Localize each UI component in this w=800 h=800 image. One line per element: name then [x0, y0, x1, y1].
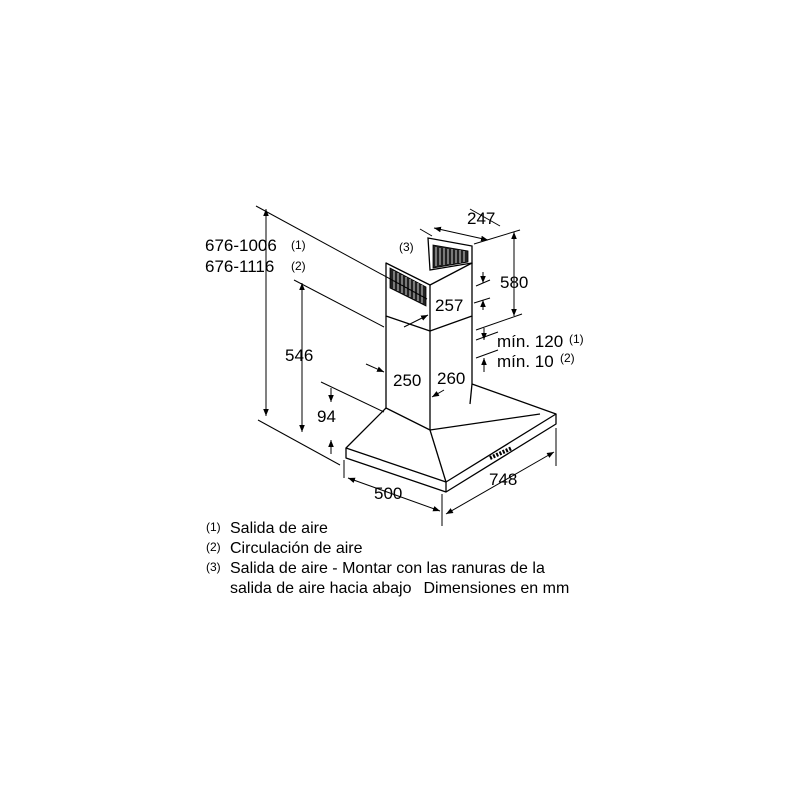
dim-canopy-height: 94 — [317, 407, 336, 426]
legend-item-num: (2) — [206, 540, 221, 554]
dim-chimney-depth: 260 — [437, 369, 465, 388]
dim-min-clearance-1: mín. 120 — [497, 332, 563, 351]
side-vent-slots — [389, 267, 427, 307]
dim-min-clearance-2-ref: (2) — [560, 351, 575, 365]
dim-total-height-1-ref: (1) — [291, 238, 306, 252]
dim-total-height-2: 676-1116 — [205, 257, 274, 276]
legend-item-text: Salida de aire - Montar con las ranuras … — [230, 560, 545, 577]
units-note: Dimensiones en mm — [423, 580, 570, 597]
dim-hood-depth: 500 — [374, 484, 402, 503]
dimension-labels: 676-1006 (1) 676-1116 (2) 546 94 247 580… — [205, 209, 584, 503]
dim-upper-chimney-width: 257 — [435, 296, 463, 315]
dimension-lines — [255, 205, 557, 526]
dim-vent-ref: (3) — [399, 240, 414, 254]
air-outlet-vent — [427, 237, 473, 271]
legend-item-num: (1) — [206, 520, 221, 534]
dim-hood-width: 748 — [489, 470, 517, 489]
legend: (1) Salida de aire (2) Circulación de ai… — [206, 519, 626, 599]
dim-min-clearance-2: mín. 10 — [497, 352, 554, 371]
legend-item-2: (2) Circulación de aire — [206, 539, 626, 559]
canopy-outline — [345, 383, 557, 483]
lower-chimney-outline — [385, 316, 473, 430]
dim-min-clearance-1-ref: (1) — [569, 332, 584, 346]
dim-upper-chimney-height: 580 — [500, 273, 528, 292]
dim-duct-depth: 247 — [467, 209, 495, 228]
legend-item-text: Salida de aire — [230, 520, 328, 537]
legend-item-3-continuation: salida de aire hacia abajo Dimensiones e… — [206, 579, 626, 599]
dim-chimney-width: 250 — [393, 371, 421, 390]
legend-item-num: (3) — [206, 560, 221, 574]
legend-continuation-text: salida de aire hacia abajo — [230, 580, 412, 597]
dim-total-height-2-ref: (2) — [291, 259, 306, 273]
dim-chimney-height: 546 — [285, 346, 313, 365]
legend-item-1: (1) Salida de aire — [206, 519, 626, 539]
legend-item-3: (3) Salida de aire - Montar con las ranu… — [206, 559, 626, 579]
legend-item-text: Circulación de aire — [230, 540, 363, 557]
dim-total-height-1: 676-1006 — [205, 236, 277, 255]
